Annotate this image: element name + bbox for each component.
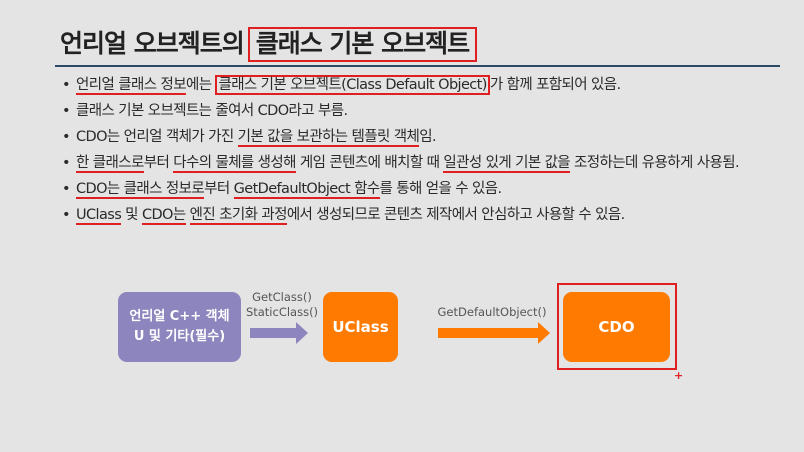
text: 클래스 기본 오브젝트(Class Default Object) [215, 75, 490, 95]
title-prefix: 언리얼 오브젝트의 [60, 29, 245, 58]
title-highlight: 클래스 기본 오브젝트 [247, 27, 478, 62]
list-item: 한 클래스로부터 다수의 물체를 생성해 게임 콘텐츠에 배치할 때 일관성 있… [62, 154, 752, 173]
annotation-box [557, 283, 677, 370]
text: 에는 [185, 77, 216, 93]
node-label: CDO [598, 318, 635, 336]
node-label: 언리얼 C++ 객체 [129, 309, 230, 324]
text: 기본 값을 보관하는 템플릿 객체 [237, 129, 420, 147]
text [186, 207, 190, 223]
text: 게임 콘텐츠에 배치할 때 [295, 155, 444, 171]
text: 를 통해 얻을 수 있음. [379, 181, 503, 197]
text: 조정하는데 유용하게 사용됨. [570, 155, 740, 171]
text: 엔진 초기화 과정 [189, 207, 287, 225]
uclass-node: UClass [323, 292, 398, 362]
label-line: GetClass() [252, 290, 312, 304]
list-item: 클래스 기본 오브젝트는 줄여서 CDO라고 부름. [62, 102, 752, 121]
text: 부터 [143, 155, 174, 171]
cursor-plus-icon: + [674, 369, 684, 382]
text: 클래스 기본 오브젝트는 줄여서 CDO라고 부름. [76, 103, 348, 119]
text: 언리얼 클래스 정보 [76, 77, 187, 95]
text: 및 [121, 207, 142, 223]
cdo-node: CDO [563, 292, 670, 362]
list-item: 언리얼 클래스 정보에는 클래스 기본 오브젝트(Class Default O… [62, 75, 752, 95]
text: CDO는 [141, 207, 186, 225]
text: GetDefaultObject 함수 [233, 181, 380, 199]
node-label: UClass [332, 318, 389, 336]
node-sublabel: U 및 기타(필수) [133, 329, 226, 344]
arrow-right-icon [438, 322, 550, 344]
title-divider [55, 65, 780, 67]
bullet-list: 언리얼 클래스 정보에는 클래스 기본 오브젝트(Class Default O… [62, 75, 752, 232]
text: 한 클래스로 [76, 155, 144, 173]
text: 일관성 있게 기본 값을 [443, 155, 571, 173]
list-item: UClass 및 CDO는 엔진 초기화 과정에서 생성되므로 콘텐츠 제작에서… [62, 206, 752, 225]
cpp-object-node: 언리얼 C++ 객체 U 및 기타(필수) [118, 292, 241, 362]
text: 부터 [204, 181, 234, 197]
list-item: CDO는 클래스 정보로부터 GetDefaultObject 함수를 통해 얻… [62, 180, 752, 199]
text: 다수의 물체를 생성해 [173, 155, 297, 173]
list-item: CDO는 언리얼 객체가 가진 기본 값을 보관하는 템플릿 객체임. [62, 128, 752, 147]
arrow2-label: GetDefaultObject() [437, 305, 547, 319]
text: CDO는 클래스 정보로 [76, 181, 205, 199]
text: 임. [419, 129, 437, 145]
text: CDO는 언리얼 객체가 가진 [76, 129, 238, 145]
arrow-right-icon [250, 322, 308, 344]
arrow1-label: GetClass()StaticClass() [244, 290, 320, 320]
label-line: StaticClass() [245, 305, 319, 319]
text: 에서 생성되므로 콘텐츠 제작에서 안심하고 사용할 수 있음. [286, 207, 625, 223]
text: UClass [76, 207, 122, 225]
text: 가 함께 포함되어 있음. [489, 77, 621, 93]
